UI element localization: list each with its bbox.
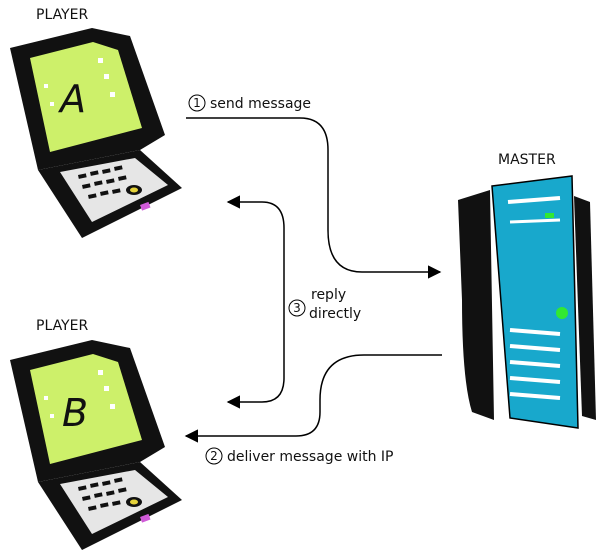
step-2-number: 2 <box>210 449 218 463</box>
edge-reply-directly <box>226 195 285 409</box>
player-a-letter: A <box>57 77 86 121</box>
step-3-text-line2: directly <box>309 306 361 322</box>
label-send-message: 1 send message <box>188 94 311 112</box>
edge-deliver-message <box>184 354 442 443</box>
master-server <box>458 175 596 429</box>
player-b-label: PLAYER <box>36 318 88 334</box>
step-1-circle <box>188 94 206 112</box>
edge-send-message <box>186 117 442 279</box>
player-b-screen <box>30 354 142 464</box>
status-led-small <box>545 213 554 218</box>
player-a-label: PLAYER <box>36 7 88 23</box>
master-label: MASTER <box>498 152 556 168</box>
label-deliver-message: 2 deliver message with IP <box>205 447 393 465</box>
step-3-number: 3 <box>293 301 301 315</box>
player-a-laptop: A <box>10 28 182 238</box>
step-1-number: 1 <box>193 96 201 110</box>
player-b-laptop: B <box>10 340 182 550</box>
player-b-letter: B <box>62 391 88 435</box>
step-3-text-line1: reply <box>311 287 346 303</box>
step-2-text: deliver message with IP <box>227 449 393 465</box>
step-2-circle <box>205 447 223 465</box>
power-led <box>556 307 568 319</box>
step-1-text: send message <box>210 96 311 112</box>
label-reply-directly: 3 reply directly <box>288 287 361 322</box>
player-a-screen <box>30 42 142 152</box>
step-3-circle <box>288 299 306 317</box>
